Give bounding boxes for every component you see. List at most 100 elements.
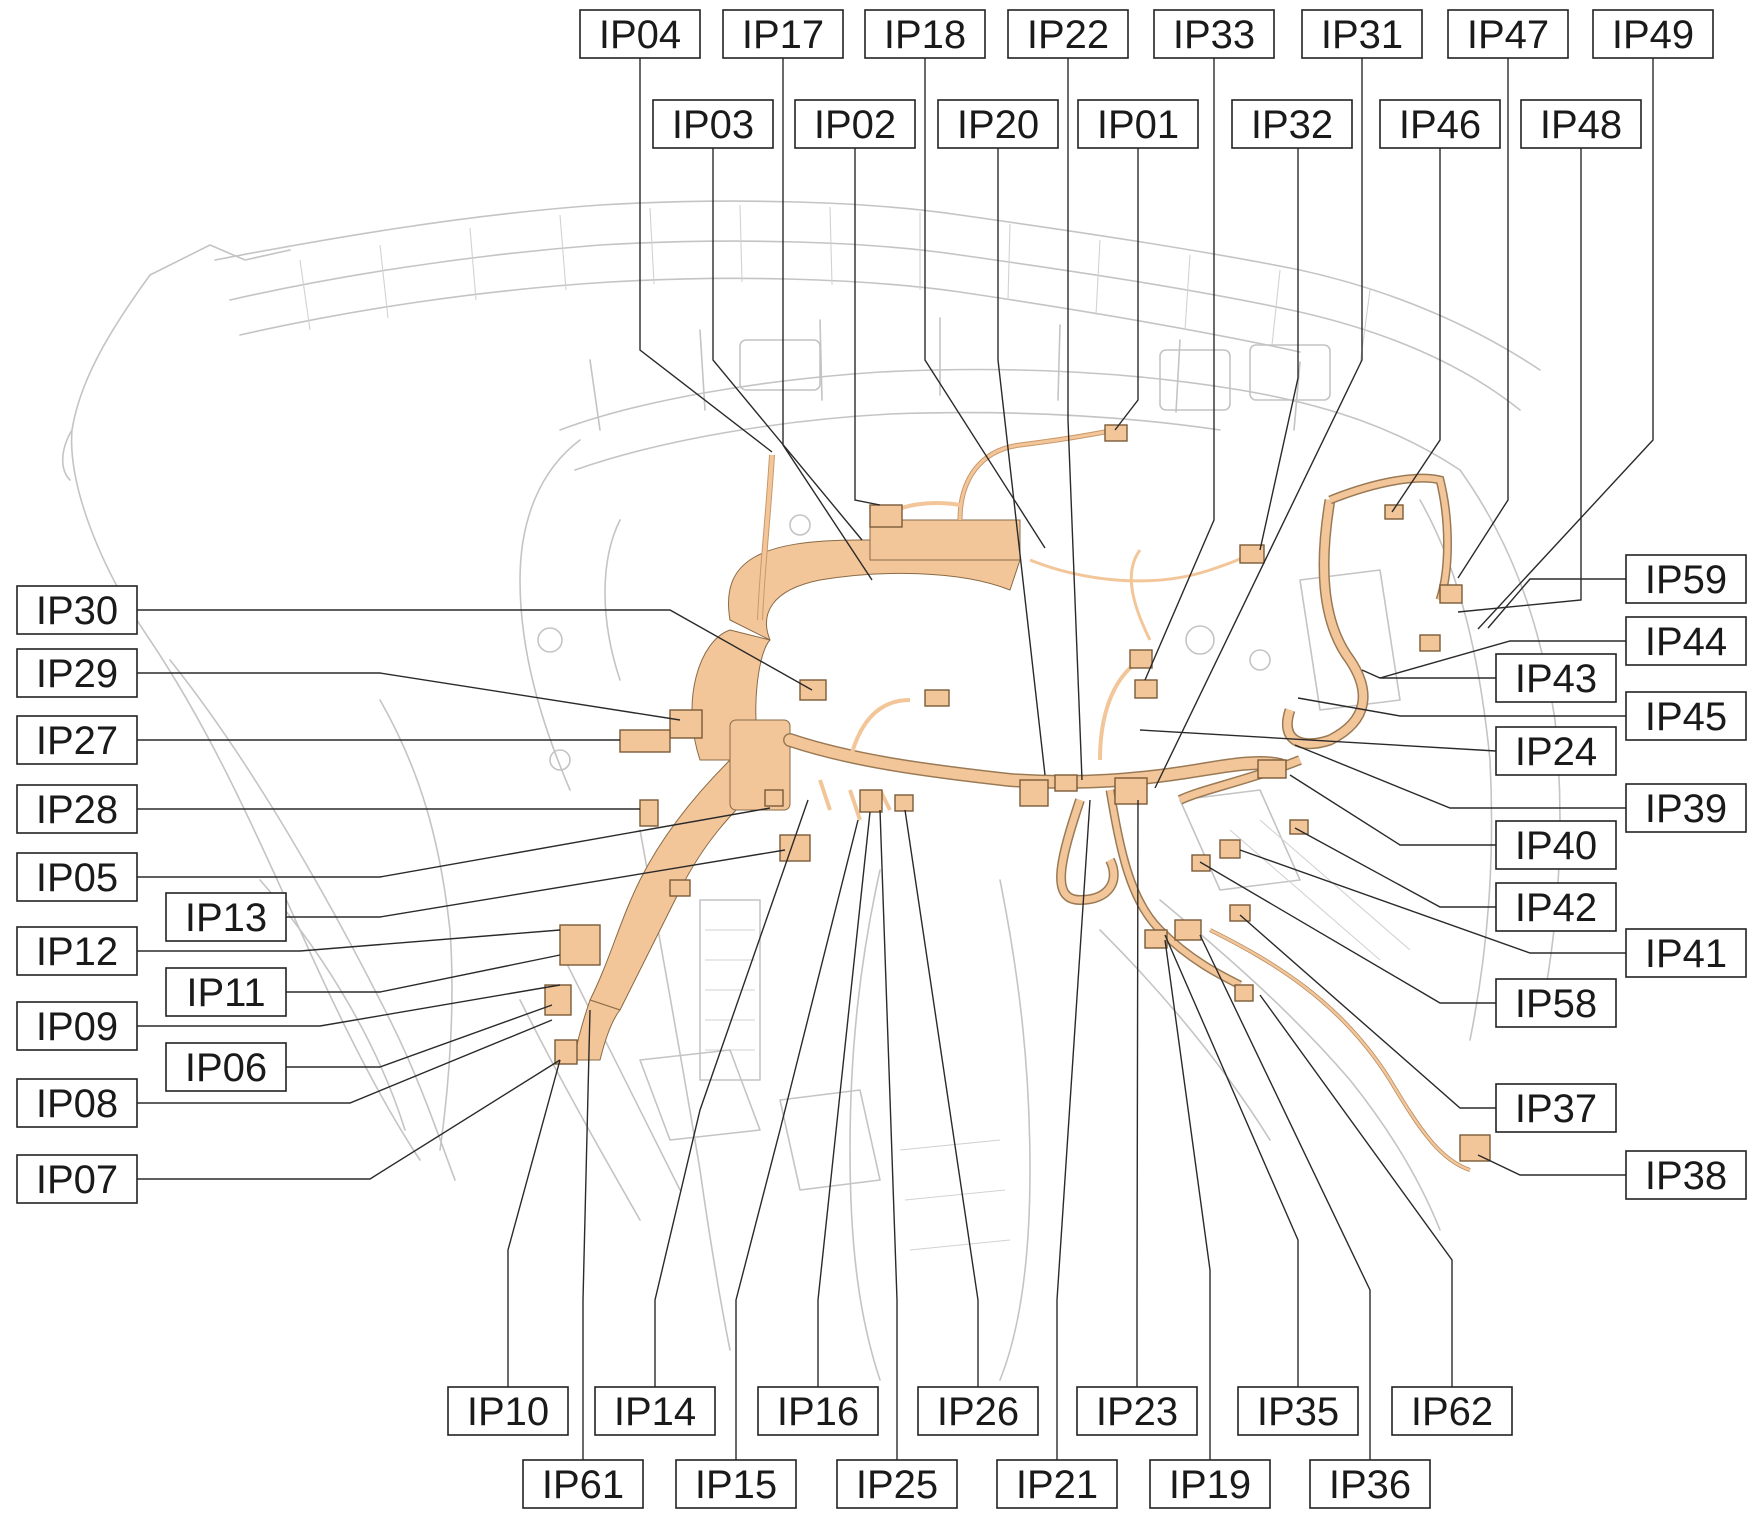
label-IP45: IP45 bbox=[1625, 691, 1747, 741]
label-IP38: IP38 bbox=[1625, 1150, 1747, 1200]
label-IP19: IP19 bbox=[1149, 1459, 1271, 1509]
label-IP49: IP49 bbox=[1592, 9, 1714, 59]
label-text: IP15 bbox=[695, 1463, 777, 1507]
label-text: IP32 bbox=[1251, 103, 1333, 147]
harness-connectors bbox=[544, 424, 1491, 1162]
label-IP26: IP26 bbox=[917, 1386, 1039, 1436]
label-text: IP06 bbox=[185, 1046, 267, 1090]
label-text: IP31 bbox=[1321, 13, 1403, 57]
label-text: IP28 bbox=[36, 788, 118, 832]
label-text: IP46 bbox=[1399, 103, 1481, 147]
label-IP27: IP27 bbox=[16, 715, 138, 765]
label-IP18: IP18 bbox=[864, 9, 986, 59]
label-text: IP08 bbox=[36, 1082, 118, 1126]
label-text: IP12 bbox=[36, 930, 118, 974]
label-text: IP04 bbox=[599, 13, 681, 57]
label-IP42: IP42 bbox=[1495, 882, 1617, 932]
label-IP62: IP62 bbox=[1391, 1386, 1513, 1436]
label-text: IP18 bbox=[884, 13, 966, 57]
label-IP07: IP07 bbox=[16, 1154, 138, 1204]
label-text: IP44 bbox=[1645, 620, 1727, 664]
label-IP11: IP11 bbox=[165, 967, 287, 1017]
label-IP02: IP02 bbox=[794, 99, 916, 149]
label-IP40: IP40 bbox=[1495, 820, 1617, 870]
label-IP43: IP43 bbox=[1495, 653, 1617, 703]
label-IP10: IP10 bbox=[447, 1386, 569, 1436]
label-IP09: IP09 bbox=[16, 1001, 138, 1051]
label-IP17: IP17 bbox=[722, 9, 844, 59]
label-IP03: IP03 bbox=[652, 99, 774, 149]
label-IP59: IP59 bbox=[1625, 554, 1747, 604]
label-IP12: IP12 bbox=[16, 926, 138, 976]
label-text: IP40 bbox=[1515, 824, 1597, 868]
label-IP39: IP39 bbox=[1625, 783, 1747, 833]
leader-lines bbox=[137, 57, 1654, 1467]
label-text: IP30 bbox=[36, 589, 118, 633]
label-IP01: IP01 bbox=[1077, 99, 1199, 149]
label-IP22: IP22 bbox=[1007, 9, 1129, 59]
label-text: IP21 bbox=[1016, 1463, 1098, 1507]
label-IP41: IP41 bbox=[1625, 928, 1747, 978]
connector-labels: IP04 IP17 IP18 IP22 IP33 IP31 IP47 IP49 … bbox=[16, 9, 1747, 1509]
label-text: IP39 bbox=[1645, 787, 1727, 831]
label-text: IP61 bbox=[542, 1463, 624, 1507]
label-text: IP01 bbox=[1097, 103, 1179, 147]
label-text: IP05 bbox=[36, 856, 118, 900]
label-text: IP10 bbox=[467, 1390, 549, 1434]
label-text: IP07 bbox=[36, 1158, 118, 1202]
label-IP21: IP21 bbox=[996, 1459, 1118, 1509]
label-text: IP38 bbox=[1645, 1154, 1727, 1198]
label-text: IP37 bbox=[1515, 1087, 1597, 1131]
label-text: IP19 bbox=[1169, 1463, 1251, 1507]
label-text: IP16 bbox=[777, 1390, 859, 1434]
label-IP28: IP28 bbox=[16, 784, 138, 834]
label-text: IP47 bbox=[1467, 13, 1549, 57]
label-IP46: IP46 bbox=[1379, 99, 1501, 149]
label-text: IP17 bbox=[742, 13, 824, 57]
label-IP20: IP20 bbox=[937, 99, 1059, 149]
label-text: IP48 bbox=[1540, 103, 1622, 147]
label-IP48: IP48 bbox=[1520, 99, 1642, 149]
label-IP33: IP33 bbox=[1153, 9, 1275, 59]
label-IP35: IP35 bbox=[1237, 1386, 1359, 1436]
label-text: IP24 bbox=[1515, 730, 1597, 774]
label-text: IP41 bbox=[1645, 932, 1727, 976]
label-IP24: IP24 bbox=[1495, 726, 1617, 776]
label-text: IP14 bbox=[614, 1390, 696, 1434]
label-IP13: IP13 bbox=[165, 892, 287, 942]
label-IP31: IP31 bbox=[1301, 9, 1423, 59]
label-IP05: IP05 bbox=[16, 852, 138, 902]
label-text: IP49 bbox=[1612, 13, 1694, 57]
label-IP25: IP25 bbox=[836, 1459, 958, 1509]
label-IP04: IP04 bbox=[579, 9, 701, 59]
label-text: IP11 bbox=[186, 971, 265, 1015]
label-text: IP43 bbox=[1515, 657, 1597, 701]
label-IP23: IP23 bbox=[1076, 1386, 1198, 1436]
label-IP14: IP14 bbox=[594, 1386, 716, 1436]
vehicle-body-outline bbox=[61, 200, 1561, 1381]
label-text: IP36 bbox=[1329, 1463, 1411, 1507]
label-text: IP22 bbox=[1027, 13, 1109, 57]
label-text: IP27 bbox=[36, 719, 118, 763]
label-IP37: IP37 bbox=[1495, 1083, 1617, 1133]
label-IP08: IP08 bbox=[16, 1078, 138, 1128]
label-text: IP62 bbox=[1411, 1390, 1493, 1434]
label-IP58: IP58 bbox=[1495, 978, 1617, 1028]
label-IP32: IP32 bbox=[1231, 99, 1353, 149]
label-text: IP23 bbox=[1096, 1390, 1178, 1434]
label-text: IP33 bbox=[1173, 13, 1255, 57]
label-IP06: IP06 bbox=[165, 1042, 287, 1092]
label-IP15: IP15 bbox=[675, 1459, 797, 1509]
label-text: IP02 bbox=[814, 103, 896, 147]
label-text: IP13 bbox=[185, 896, 267, 940]
label-IP29: IP29 bbox=[16, 648, 138, 698]
label-text: IP09 bbox=[36, 1005, 118, 1049]
label-text: IP45 bbox=[1645, 695, 1727, 739]
label-text: IP20 bbox=[957, 103, 1039, 147]
label-text: IP29 bbox=[36, 652, 118, 696]
label-text: IP26 bbox=[937, 1390, 1019, 1434]
label-text: IP25 bbox=[856, 1463, 938, 1507]
label-text: IP42 bbox=[1515, 886, 1597, 930]
label-IP44: IP44 bbox=[1625, 616, 1747, 666]
